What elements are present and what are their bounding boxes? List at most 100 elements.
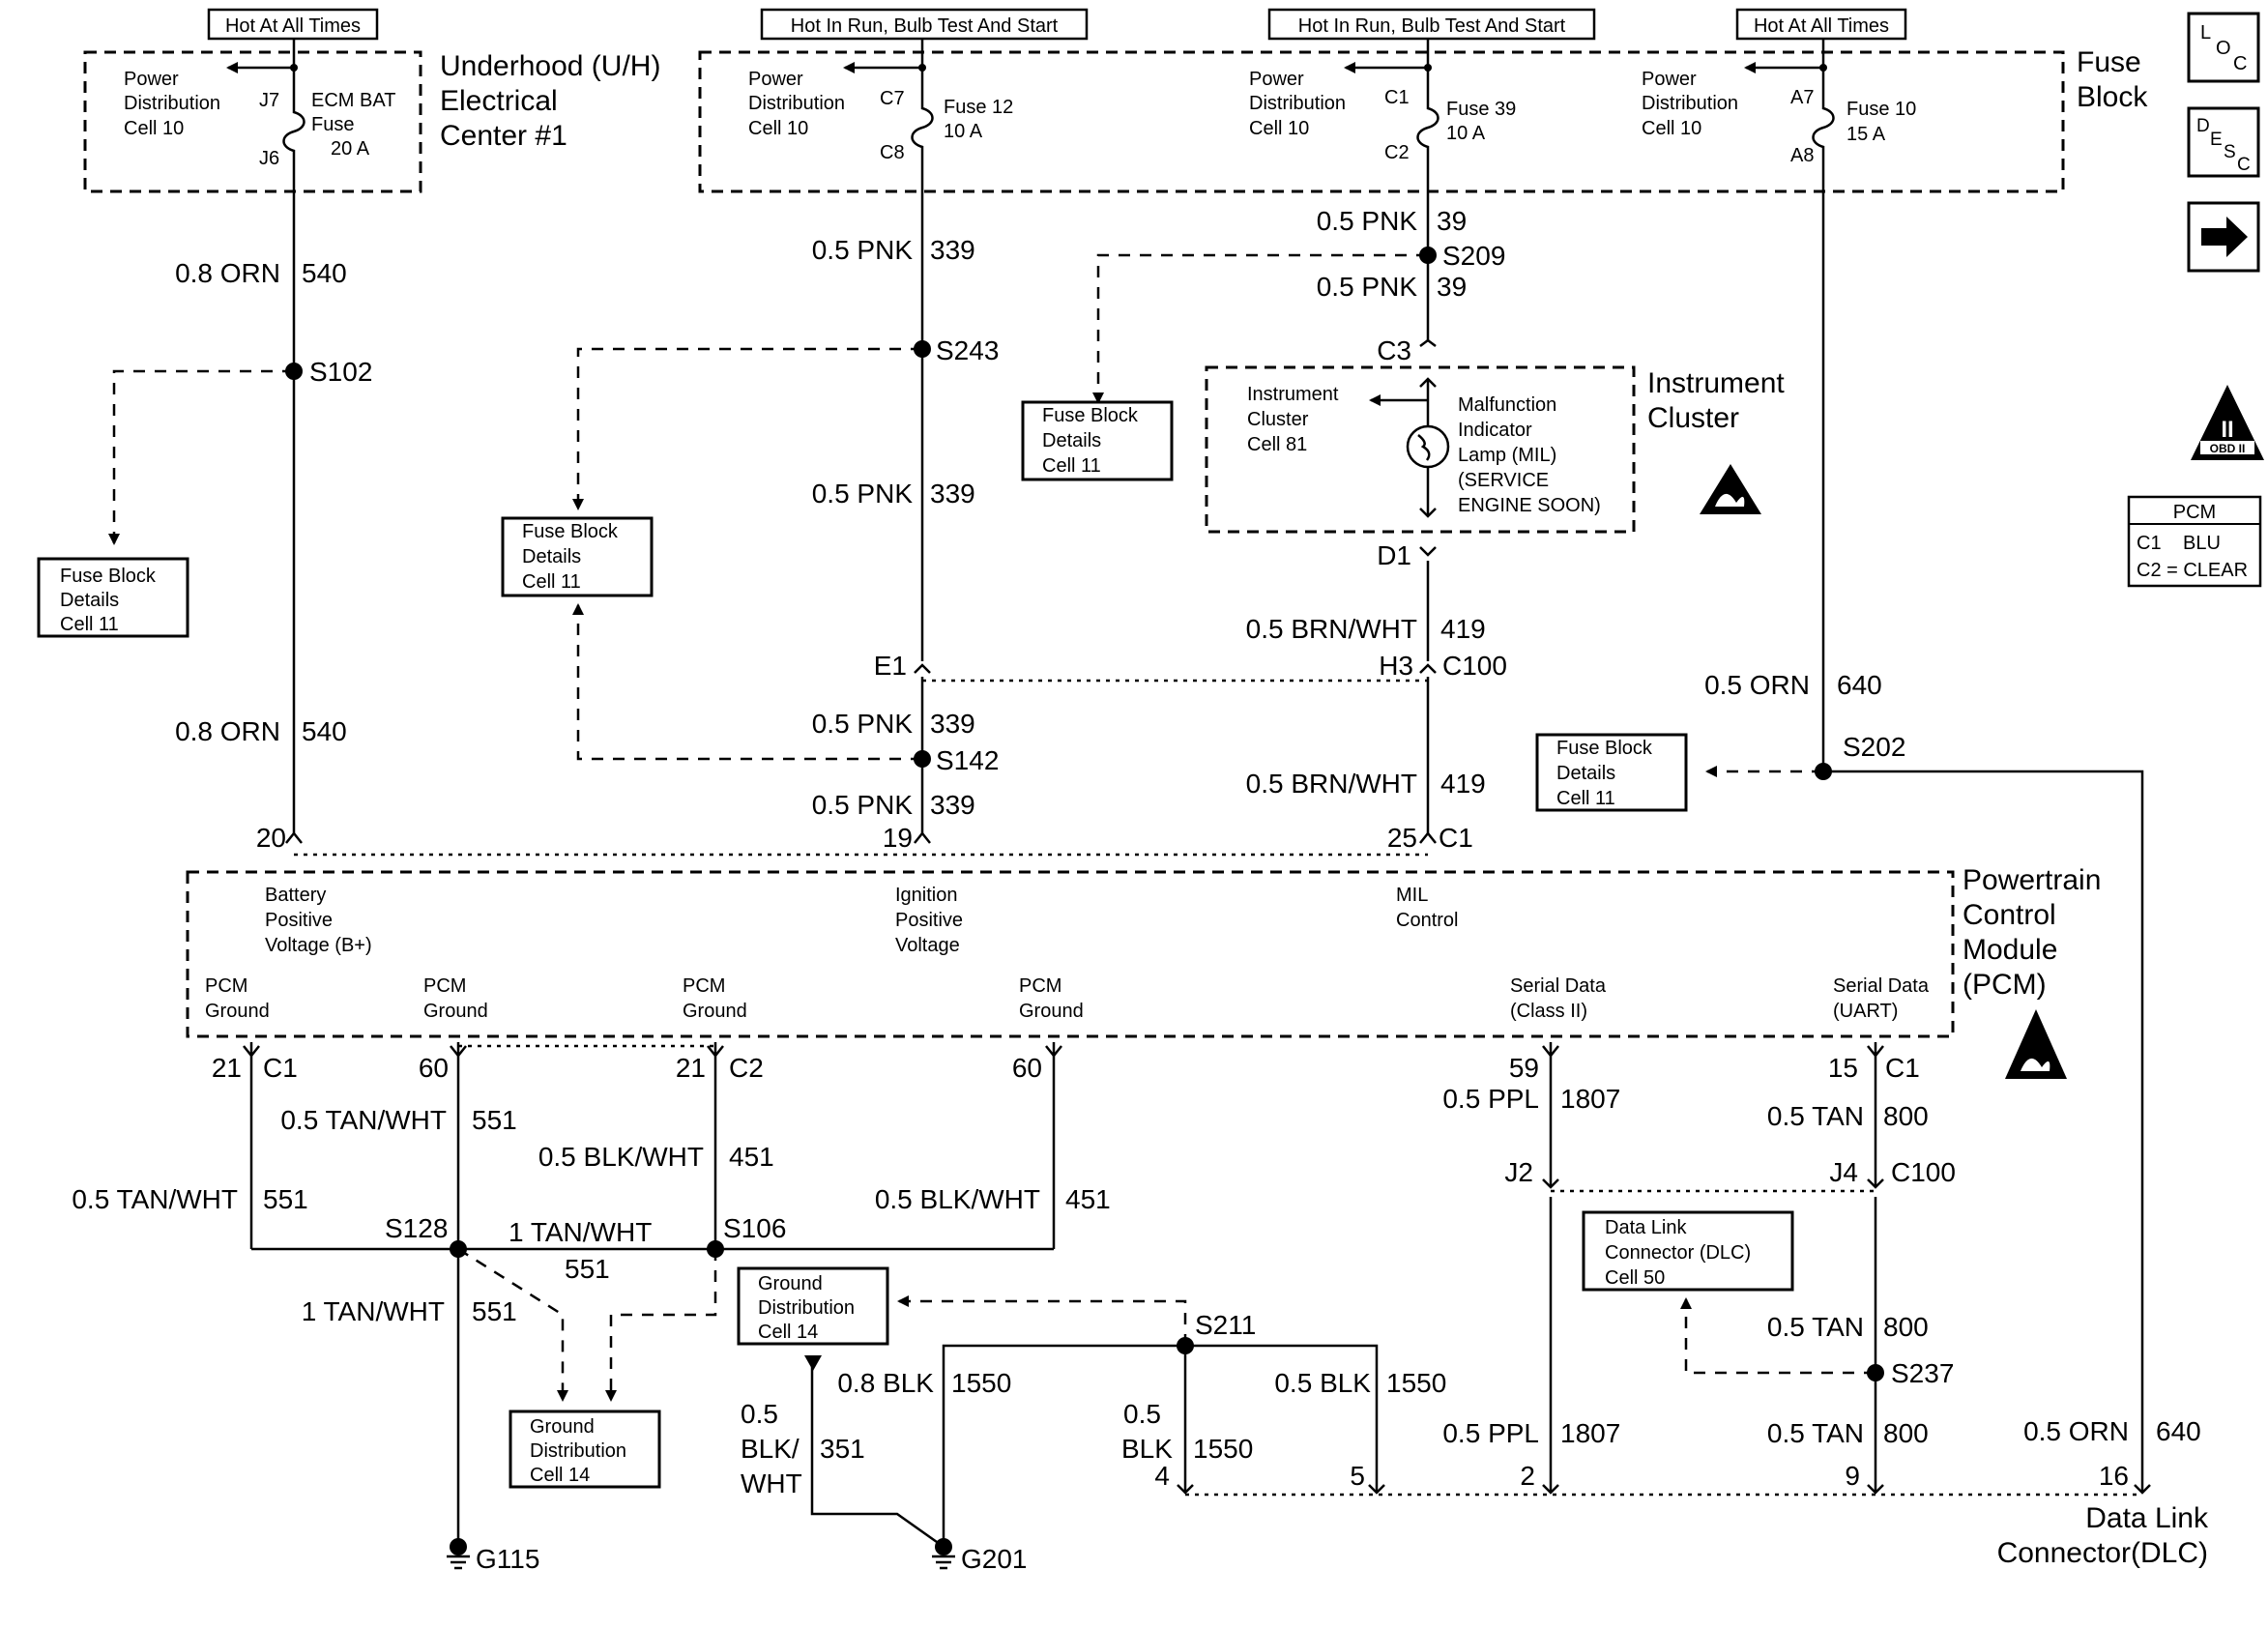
pin-20: 20 <box>256 823 286 853</box>
ref-box-line: Cell 11 <box>1042 455 1101 477</box>
mil-label-2: Indicator <box>1458 420 1532 441</box>
pin-c8: C8 <box>880 142 905 163</box>
wire-color-339-d: 0.5 PNK <box>812 790 914 820</box>
pcm-serial-1b: (Class II) <box>1510 1001 1587 1022</box>
dlc-pin-5: 5 <box>1350 1461 1365 1491</box>
fuse-block: Fuse Block Power Distribution Cell 10 Po… <box>698 46 2148 193</box>
legend-c2: C2 = CLEAR <box>2137 560 2248 581</box>
ref-box-line: Connector (DLC) <box>1605 1242 1751 1264</box>
data-link-connector-ref[interactable]: Data Link Connector (DLC) Cell 50 <box>1582 1210 1794 1292</box>
fuse-10-label: Fuse 10 <box>1846 99 1916 120</box>
fb-pd-2c: Cell 10 <box>1249 118 1309 139</box>
circuit-640-a: 640 <box>1837 670 1882 700</box>
mil-label-4: (SERVICE <box>1458 470 1549 491</box>
circuit-339-b: 339 <box>930 479 975 509</box>
legend-head: PCM <box>2173 502 2216 523</box>
wire-color-351-2: BLK/ <box>741 1434 800 1464</box>
pin-c7: C7 <box>880 88 905 109</box>
right-arrow-icon <box>2201 217 2248 257</box>
ref-box-line: Details <box>1042 430 1101 451</box>
underhood-pd-label-2: Distribution <box>124 93 220 114</box>
wire-color-339-a: 0.5 PNK <box>812 235 914 265</box>
pin-19: 19 <box>883 823 913 853</box>
wire-color-1807-a: 0.5 PPL <box>1442 1084 1539 1114</box>
ecm-bat-fuse-label: ECM BAT <box>311 90 395 111</box>
ground-distribution-a[interactable]: Ground Distribution Cell 14 <box>509 1410 661 1489</box>
pcm-title-4: (PCM) <box>1963 969 2047 1001</box>
supply-lines <box>292 39 1825 68</box>
pin-a7: A7 <box>1790 87 1814 108</box>
fuse-block-details-d[interactable]: Fuse Block Details Cell 11 <box>1535 733 1688 812</box>
supply-hot-run-1: Hot In Run, Bulb Test And Start <box>791 15 1059 37</box>
dashed-links <box>108 253 2142 1497</box>
splice-s102: S102 <box>309 357 372 387</box>
pcm-ground-3b: Ground <box>683 1001 747 1022</box>
ref-box-line: Cell 50 <box>1605 1267 1665 1289</box>
circuit-1550-b: 1550 <box>1386 1368 1446 1398</box>
underhood-title-1: Underhood (U/H) <box>440 50 660 82</box>
ref-box-line: Fuse Block <box>522 521 619 542</box>
ref-box-line: Cell 14 <box>758 1322 818 1343</box>
ground-distribution-b[interactable]: Ground Distribution Cell 14 <box>737 1266 889 1346</box>
circuit-800-b: 800 <box>1883 1312 1929 1342</box>
next-arrow-button[interactable] <box>2187 201 2260 273</box>
cluster-cell-3: Cell 81 <box>1247 434 1307 455</box>
ref-box-line: Fuse Block <box>60 566 157 587</box>
pin-j4: J4 <box>1829 1157 1858 1187</box>
wire-color-640-b: 0.5 ORN <box>2023 1416 2129 1446</box>
pcm-bplus-2: Positive <box>265 910 333 931</box>
pin-j2: J2 <box>1504 1157 1533 1187</box>
loc-letter-c: C <box>2233 53 2247 74</box>
fb-pd-2a: Power <box>1249 69 1304 90</box>
wire-color-1550-c-2: BLK <box>1121 1434 1173 1464</box>
fuse-12-rating: 10 A <box>944 121 983 142</box>
circuit-339-a: 339 <box>930 235 975 265</box>
ref-box-line: Distribution <box>758 1297 855 1319</box>
wire-color-451-a: 0.5 BLK/WHT <box>538 1142 704 1172</box>
wire-color-419-a: 0.5 BRN/WHT <box>1246 614 1417 644</box>
pcm-ign-3: Voltage <box>895 935 960 956</box>
pcm-serial-2a: Serial Data <box>1833 975 1930 997</box>
ref-box-line: Fuse Block <box>1042 405 1139 426</box>
pin-25: 25 <box>1387 823 1417 853</box>
pcm-ground-1b: Ground <box>205 1001 270 1022</box>
connector-e1: E1 <box>874 651 907 681</box>
connector-c2: C2 <box>729 1053 764 1083</box>
loc-button[interactable]: L O C <box>2187 12 2260 83</box>
pin-60-b: 60 <box>1012 1053 1042 1083</box>
circuit-1550-a: 1550 <box>951 1368 1011 1398</box>
wire-color-551-b: 0.5 TAN/WHT <box>72 1184 238 1214</box>
fuse-block-details-c[interactable]: Fuse Block Details Cell 11 <box>1021 400 1174 481</box>
fuse-39-label: Fuse 39 <box>1446 99 1516 120</box>
fuse-block-details-b[interactable]: Fuse Block Details Cell 11 <box>501 516 654 597</box>
circuit-540-a: 540 <box>302 258 347 288</box>
wire-color-551-c: 1 TAN/WHT <box>509 1217 652 1247</box>
pcm-ground-1a: PCM <box>205 975 247 997</box>
splice-s142: S142 <box>936 745 999 775</box>
circuit-451-a: 451 <box>729 1142 774 1172</box>
wire-color-339-b: 0.5 PNK <box>812 479 914 509</box>
cluster-cell-1: Instrument <box>1247 384 1339 405</box>
wire-labels: 0.8 ORN 540 0.8 ORN 540 0.5 PNK 339 0.5 … <box>72 206 2200 1498</box>
obd-label: OBD II <box>2210 442 2246 455</box>
fuse-39-rating: 10 A <box>1446 123 1486 144</box>
desc-button[interactable]: D E S C <box>2187 106 2260 178</box>
pin-59: 59 <box>1509 1053 1539 1083</box>
pcm-serial-1a: Serial Data <box>1510 975 1607 997</box>
fuse-block-details-a[interactable]: Fuse Block Details Cell 11 <box>37 557 189 638</box>
pcm-title-3: Module <box>1963 934 2057 966</box>
loc-letter-l: L <box>2200 22 2211 44</box>
circuit-551-b: 551 <box>263 1184 308 1214</box>
fb-pd-3a: Power <box>1642 69 1697 90</box>
connector-c100-a: C100 <box>1442 651 1507 681</box>
circuit-339-c: 339 <box>930 709 975 739</box>
circuit-1807-a: 1807 <box>1560 1084 1620 1114</box>
wire-color-800-c: 0.5 TAN <box>1767 1418 1864 1448</box>
ref-box-line: Cell 14 <box>530 1465 590 1486</box>
pcm-ground-4a: PCM <box>1019 975 1061 997</box>
ref-box-line: Details <box>522 546 581 567</box>
obd-numeral: II <box>2221 417 2233 443</box>
circuit-800-a: 800 <box>1883 1101 1929 1131</box>
mil-label-3: Lamp (MIL) <box>1458 445 1556 466</box>
